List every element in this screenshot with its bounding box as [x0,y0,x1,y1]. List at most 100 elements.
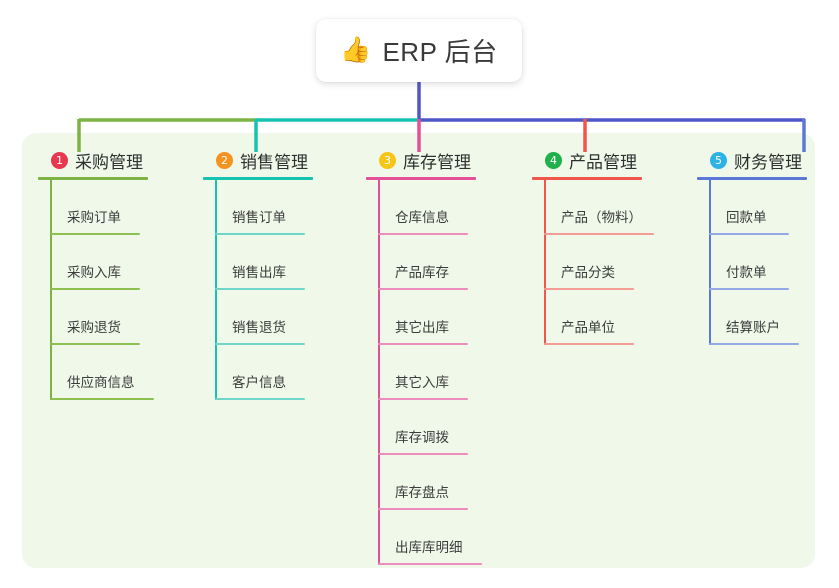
list-item[interactable]: 结算账户 [709,290,807,345]
list-item-rule [544,233,654,235]
list-item-label: 采购订单 [67,210,121,225]
branch-rule-5 [697,177,807,180]
list-item-label: 付款单 [726,265,767,280]
list-item-label: 产品分类 [561,265,615,280]
branch-badge-1: 1 [51,151,68,169]
branch-title-5: 财务管理 [734,152,802,172]
list-item-label: 其它出库 [395,320,449,335]
list-item-rule [50,343,140,345]
list-item-label: 其它入库 [395,375,449,390]
branch-rule-1 [38,177,148,180]
list-item-label: 仓库信息 [395,210,449,225]
branch-header-2[interactable]: 2 销售管理 [203,148,313,172]
list-item-rule [215,343,305,345]
branch-column-5: 5 财务管理 回款单 付款单 结算账户 [697,148,807,345]
list-item-label: 回款单 [726,210,767,225]
list-item-label: 销售退货 [232,320,286,335]
list-item[interactable]: 产品单位 [544,290,642,345]
list-item-rule [544,288,634,290]
list-item-label: 采购退货 [67,320,121,335]
list-item[interactable]: 其它出库 [378,290,476,345]
list-item-label: 客户信息 [232,375,286,390]
branch-header-5[interactable]: 5 财务管理 [697,148,807,172]
list-item[interactable]: 回款单 [709,180,807,235]
branch-header-3[interactable]: 3 库存管理 [366,148,476,172]
list-item-rule [215,288,305,290]
branch-badge-5: 5 [710,151,727,169]
branch-items-1: 采购订单 采购入库 采购退货 供应商信息 [38,180,154,400]
branch-rule-3 [366,177,476,180]
list-item[interactable]: 销售订单 [215,180,313,235]
list-item[interactable]: 仓库信息 [378,180,476,235]
list-item-rule [378,343,468,345]
list-item[interactable]: 采购退货 [50,290,148,345]
branch-title-1: 采购管理 [75,152,143,172]
list-item[interactable]: 出库库明细 [378,510,482,565]
list-item[interactable]: 客户信息 [215,345,313,400]
list-item-rule [378,288,468,290]
list-item-rule [378,508,468,510]
list-item-rule [50,398,154,400]
list-item-rule [215,233,305,235]
list-item-rule [215,398,305,400]
list-item-rule [544,343,634,345]
list-item[interactable]: 采购入库 [50,235,148,290]
branch-title-4: 产品管理 [569,152,637,172]
list-item[interactable]: 库存调拨 [378,400,476,455]
page-title: ERP 后台 [382,37,498,67]
branch-items-5: 回款单 付款单 结算账户 [697,180,807,345]
branch-rule-2 [203,177,313,180]
list-item-rule [709,288,789,290]
list-item-rule [378,563,482,565]
list-item-rule [709,233,789,235]
branch-spine-4 [544,180,546,345]
list-item-label: 产品单位 [561,320,615,335]
list-item[interactable]: 付款单 [709,235,807,290]
branch-column-1: 1 采购管理 采购订单 采购入库 采购退货 供应商信息 [38,148,154,400]
list-item[interactable]: 其它入库 [378,345,476,400]
list-item[interactable]: 库存盘点 [378,455,476,510]
list-item-label: 产品（物料） [561,210,642,225]
list-item[interactable]: 产品库存 [378,235,476,290]
branches-panel [22,133,815,568]
list-item[interactable]: 销售出库 [215,235,313,290]
root-node-content: 👍 ERP 后台 [340,32,497,69]
root-node[interactable]: 👍 ERP 后台 [316,19,522,82]
list-item[interactable]: 产品（物料） [544,180,654,235]
branch-items-2: 销售订单 销售出库 销售退货 客户信息 [203,180,313,400]
branch-spine-5 [709,180,711,345]
list-item-label: 采购入库 [67,265,121,280]
list-item-label: 库存调拨 [395,430,449,445]
list-item-label: 供应商信息 [67,375,135,390]
list-item-label: 库存盘点 [395,485,449,500]
branch-column-4: 4 产品管理 产品（物料） 产品分类 产品单位 [532,148,654,345]
branch-column-3: 3 库存管理 仓库信息 产品库存 其它出库 其它入库 库存调拨 [366,148,482,565]
branch-header-1[interactable]: 1 采购管理 [38,148,148,172]
list-item-label: 出库库明细 [395,540,463,555]
branch-spine-2 [215,180,217,400]
list-item-rule [709,343,799,345]
list-item-label: 结算账户 [726,320,780,335]
list-item-rule [378,398,468,400]
branch-header-4[interactable]: 4 产品管理 [532,148,642,172]
branch-title-3: 库存管理 [403,152,471,172]
list-item[interactable]: 产品分类 [544,235,642,290]
thumbs-up-icon: 👍 [340,36,372,64]
list-item-label: 销售订单 [232,210,286,225]
list-item[interactable]: 采购订单 [50,180,148,235]
branch-spine-1 [50,180,52,400]
branch-items-4: 产品（物料） 产品分类 产品单位 [532,180,654,345]
list-item-rule [378,453,468,455]
branch-rule-4 [532,177,642,180]
branch-badge-3: 3 [379,151,396,169]
list-item-rule [50,288,140,290]
list-item-rule [378,233,468,235]
branch-spine-3 [378,180,380,565]
branch-items-3: 仓库信息 产品库存 其它出库 其它入库 库存调拨 库存盘点 [366,180,482,565]
list-item[interactable]: 销售退货 [215,290,313,345]
list-item-label: 产品库存 [395,265,449,280]
list-item[interactable]: 供应商信息 [50,345,154,400]
list-item-label: 销售出库 [232,265,286,280]
list-item-rule [50,233,140,235]
